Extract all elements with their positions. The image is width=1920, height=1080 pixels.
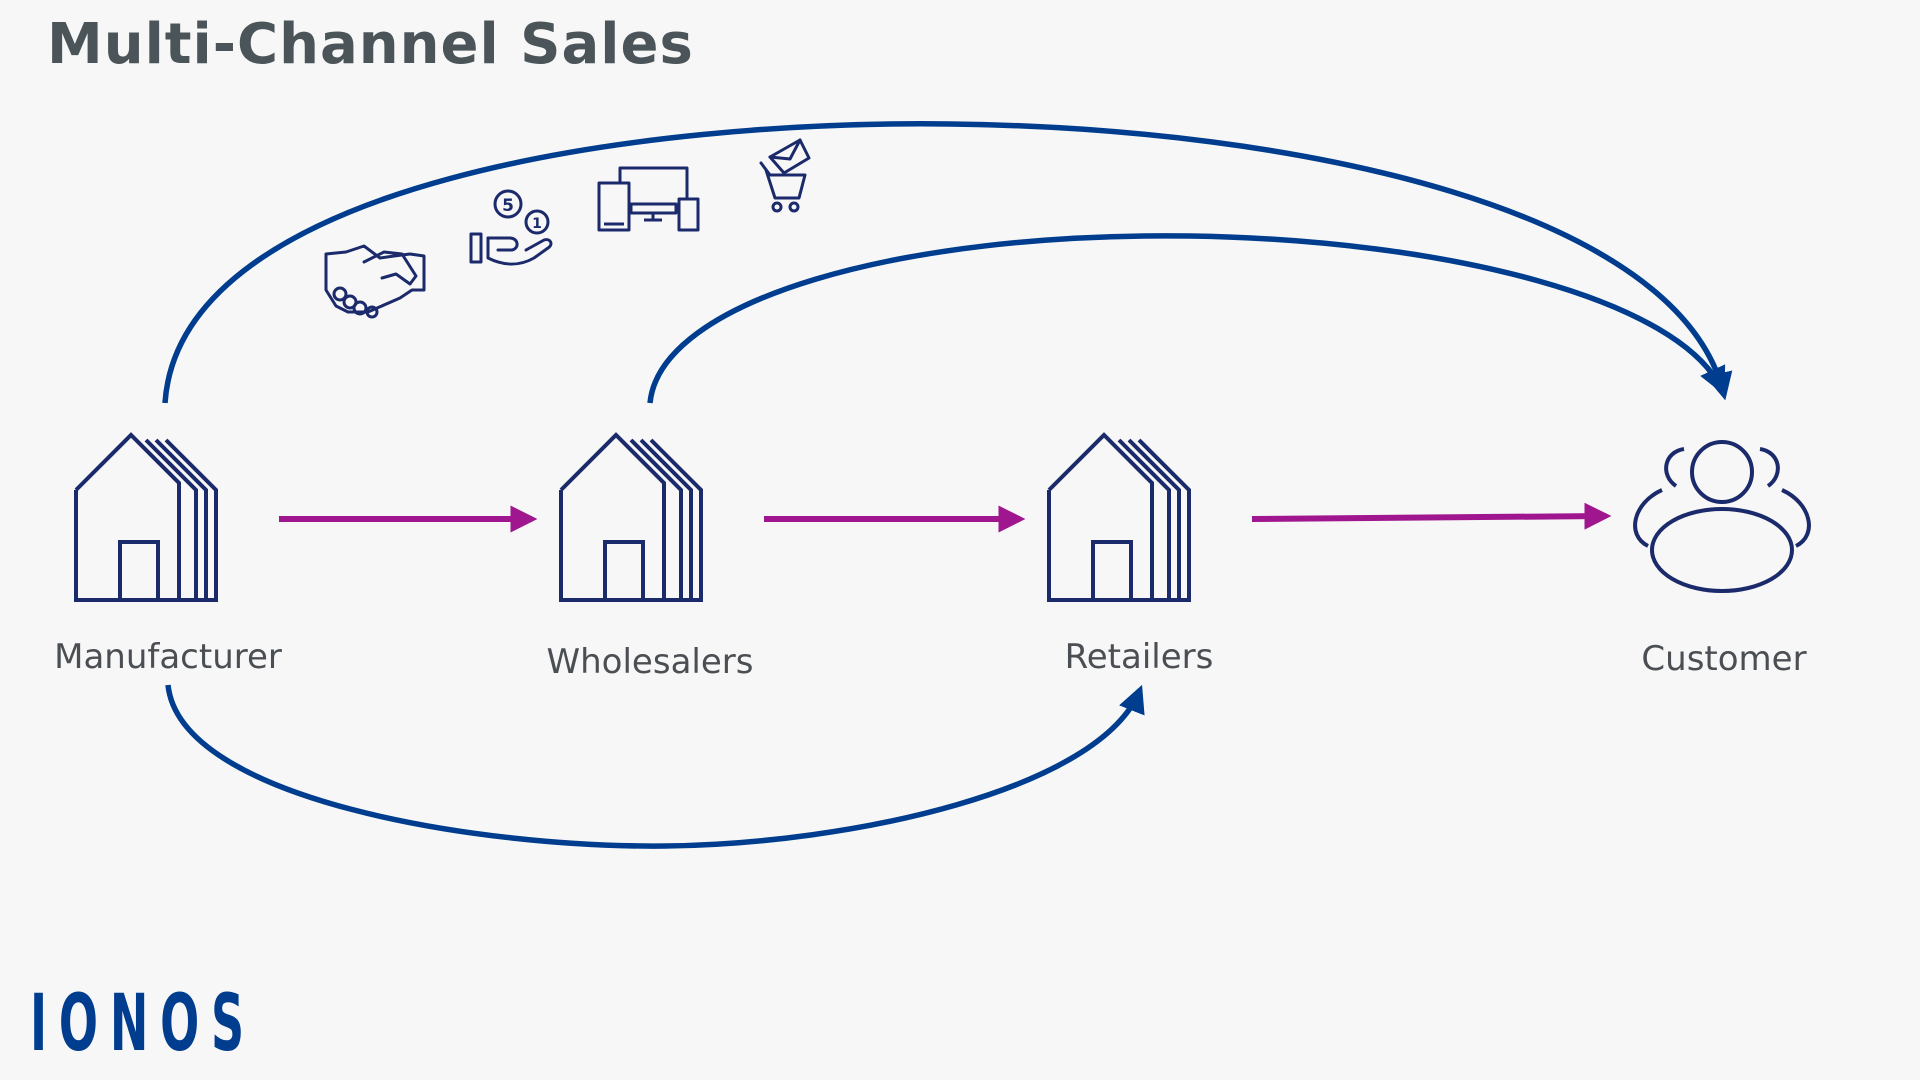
arrow-manufacturer-to-customer: [162, 121, 1733, 404]
page-title: Multi-Channel Sales: [47, 12, 694, 77]
shopping-cart-icon: [759, 138, 811, 213]
cash-payment-icon: 5 1: [469, 189, 553, 266]
arrow-wholesalers-to-customer: [647, 233, 1726, 404]
arrow-retailers-to-customer: [1251, 502, 1612, 530]
arrow-manufacturer-to-retailers: [165, 684, 1145, 849]
retailers-label: Retailers: [1065, 637, 1214, 677]
customer-label: Customer: [1641, 639, 1806, 679]
wholesalers-building-icon: [559, 433, 703, 602]
wholesalers-label: Wholesalers: [547, 642, 754, 682]
retailers-building-icon: [1047, 433, 1191, 602]
svg-text:5: 5: [502, 196, 514, 216]
devices-icon: [597, 166, 700, 232]
svg-text:1: 1: [532, 216, 542, 232]
handshake-icon: [324, 244, 426, 319]
manufacturer-label: Manufacturer: [54, 637, 282, 677]
customer-group-icon: [1633, 440, 1811, 593]
ionos-logo: IONOS: [30, 979, 256, 1069]
manufacturer-building-icon: [74, 433, 218, 602]
